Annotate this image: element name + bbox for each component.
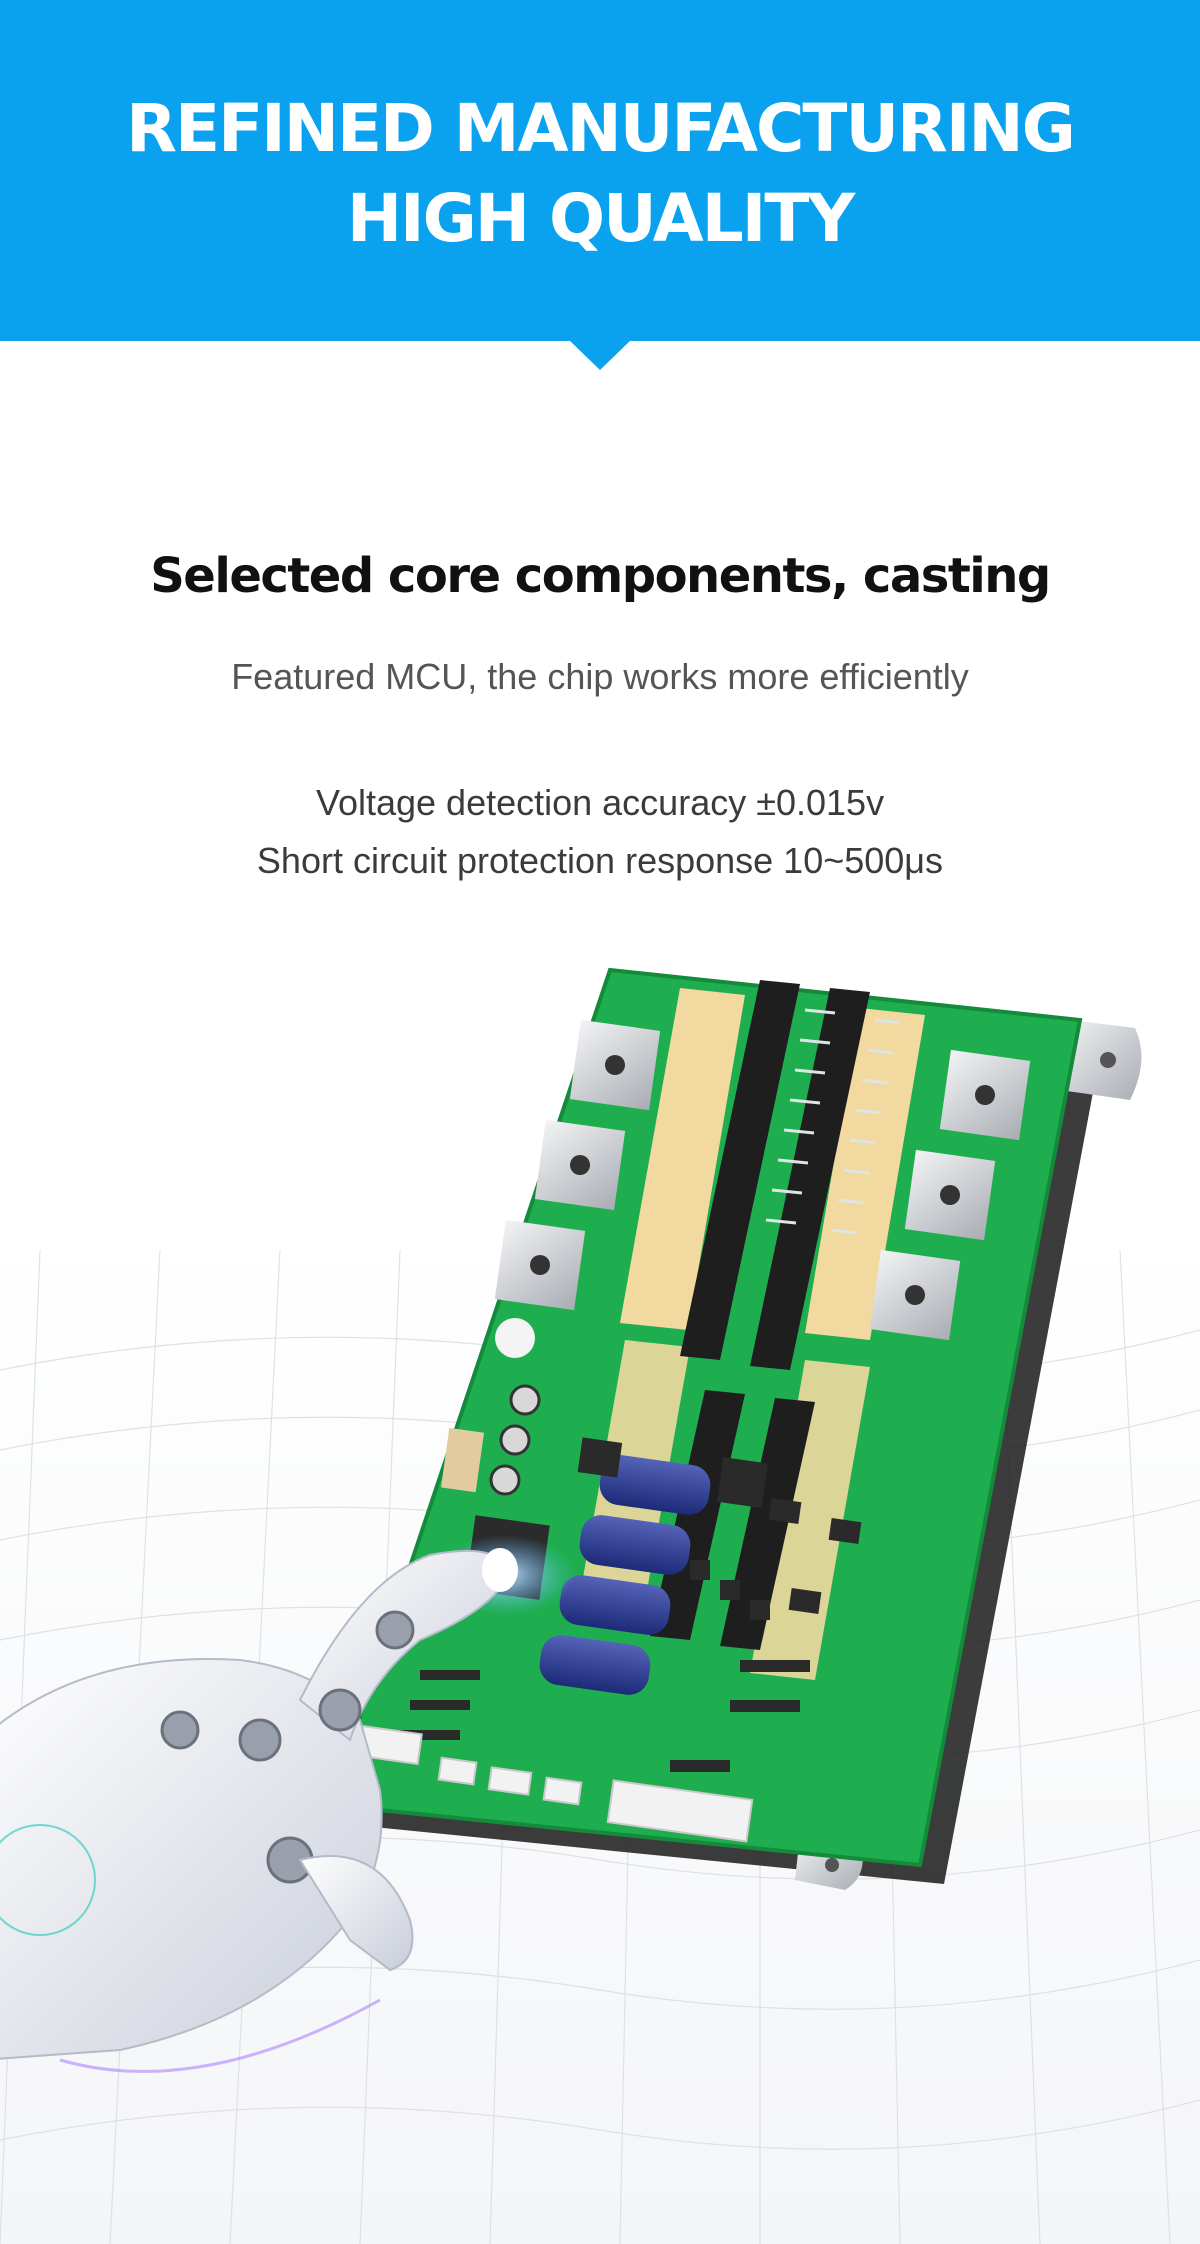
banner-title-line-2: HIGH QUALITY bbox=[346, 180, 855, 257]
robotic-hand-art bbox=[0, 1548, 518, 2073]
section-subline: Featured MCU, the chip works more effici… bbox=[231, 656, 969, 697]
banner-title-line-1: REFINED MANUFACTURING bbox=[126, 90, 1076, 167]
circuit-board-illustration bbox=[0, 967, 1142, 2073]
spec-short-circuit-response: Short circuit protection response 10~500… bbox=[256, 840, 944, 881]
spec-list: Voltage detection accuracy ±0.015v Short… bbox=[0, 774, 1200, 890]
spec-voltage-accuracy: Voltage detection accuracy ±0.015v bbox=[315, 782, 885, 823]
banner-title: REFINED MANUFACTURING HIGH QUALITY bbox=[0, 84, 1200, 264]
header-banner bbox=[0, 0, 1200, 341]
section-headline: Selected core components, casting bbox=[150, 548, 1051, 604]
banner-pointer-notch bbox=[569, 340, 631, 370]
